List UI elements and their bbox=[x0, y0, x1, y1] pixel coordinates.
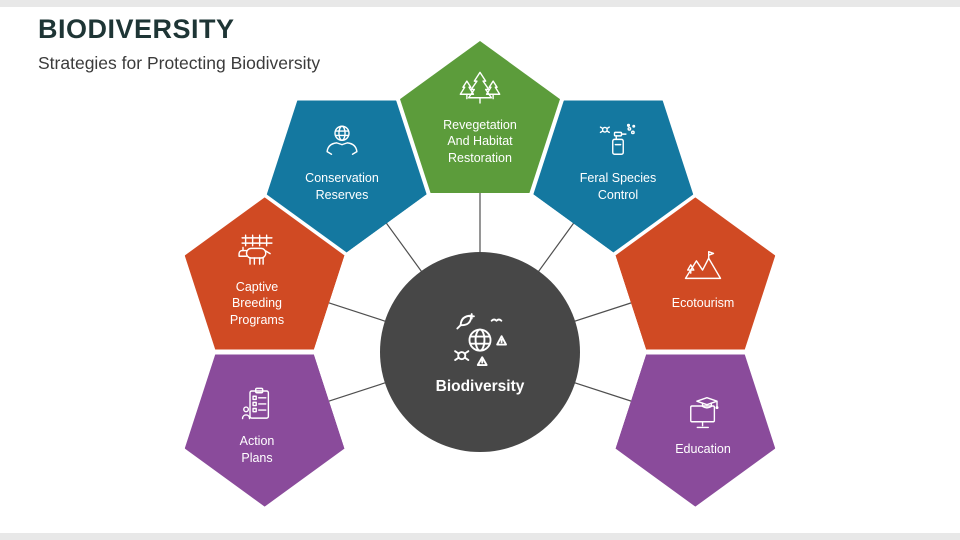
node-education: Education bbox=[606, 325, 800, 524]
hands-globe-icon bbox=[321, 121, 363, 163]
node-revegetation-habitat-restoration: Revegetation And Habitat Restoration bbox=[400, 41, 560, 193]
node-label: Revegetation And Habitat Restoration bbox=[443, 118, 517, 165]
animal-fence-icon bbox=[236, 231, 278, 273]
node-label: Captive Breeding Programs bbox=[229, 280, 284, 328]
node-label: Conservation Reserves bbox=[305, 171, 379, 202]
spray-icon bbox=[597, 121, 639, 163]
clipboard-icon bbox=[236, 384, 278, 426]
node-action-plans: Action Plans bbox=[159, 325, 353, 524]
node-label: Feral Species Control bbox=[579, 171, 657, 202]
node-label: Education bbox=[675, 441, 732, 456]
node-content: Captive Breeding Programs bbox=[177, 203, 337, 355]
center-label: Biodiversity bbox=[435, 378, 525, 395]
education-icon bbox=[682, 392, 724, 434]
mountains-icon bbox=[682, 247, 724, 289]
page-title: BIODIVERSITY bbox=[38, 14, 235, 44]
page-subtitle: Strategies for Protecting Biodiversity bbox=[38, 53, 321, 73]
trees-icon bbox=[459, 68, 501, 110]
node-content: Revegetation And Habitat Restoration bbox=[400, 41, 560, 193]
node-content: Action Plans bbox=[177, 349, 337, 501]
node-content: Ecotourism bbox=[623, 203, 783, 355]
node-label: Ecotourism bbox=[672, 296, 735, 311]
node-label: Action Plans bbox=[239, 433, 274, 465]
header: BIODIVERSITY Strategies for Protecting B… bbox=[38, 14, 320, 74]
center-circle: Biodiversity bbox=[380, 252, 580, 452]
node-content: Education bbox=[623, 349, 783, 501]
